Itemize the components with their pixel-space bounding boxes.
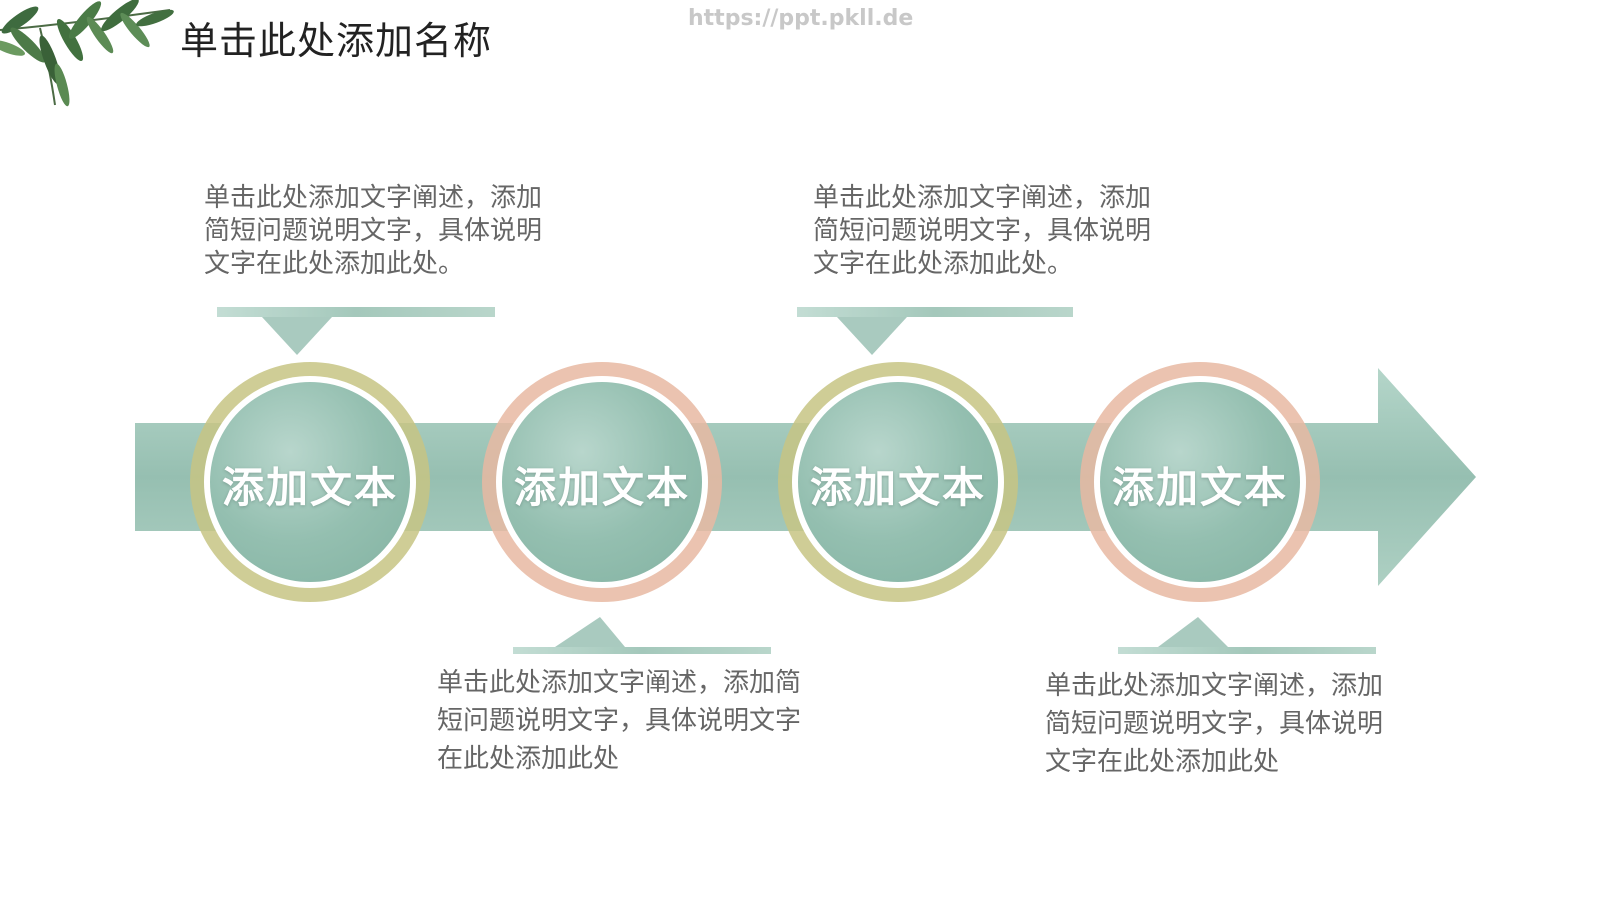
description-1-line: 单击此处添加文字阐述，添加 xyxy=(204,183,543,213)
slide-title[interactable]: 单击此处添加名称 xyxy=(180,19,493,63)
connector-bottom-4 xyxy=(1118,617,1376,654)
description-4-line: 简短问题说明文字，具体说明 xyxy=(1045,709,1384,739)
step-circle-3 xyxy=(778,362,1018,602)
step-circle-1 xyxy=(190,362,430,602)
description-2[interactable]: 单击此处添加文字阐述，添加简 短问题说明文字，具体说明文字 在此处添加此处 xyxy=(437,664,801,778)
connector-top-1 xyxy=(217,307,495,355)
connector-top-3 xyxy=(797,307,1073,355)
step-label-1[interactable]: 添加文本 xyxy=(221,463,398,512)
description-3[interactable]: 单击此处添加文字阐述，添加 简短问题说明文字，具体说明 文字在此处添加此处。 xyxy=(813,182,1151,281)
description-2-line: 单击此处添加文字阐述，添加简 xyxy=(437,668,802,698)
description-4[interactable]: 单击此处添加文字阐述，添加 简短问题说明文字，具体说明 文字在此处添加此处 xyxy=(1045,667,1383,781)
step-label-2[interactable]: 添加文本 xyxy=(513,463,690,512)
step-label-4[interactable]: 添加文本 xyxy=(1111,463,1288,512)
description-1[interactable]: 单击此处添加文字阐述，添加 简短问题说明文字，具体说明 文字在此处添加此处。 xyxy=(204,182,542,281)
step-circle-2 xyxy=(482,362,722,602)
description-4-line: 单击此处添加文字阐述，添加 xyxy=(1045,671,1384,701)
watermark-url: https://ppt.pkll.de xyxy=(688,6,914,31)
description-1-line: 简短问题说明文字，具体说明 xyxy=(204,216,543,246)
step-circle-4 xyxy=(1080,362,1320,602)
connector-bottom-2 xyxy=(513,617,771,654)
description-3-line: 单击此处添加文字阐述，添加 xyxy=(813,183,1152,213)
leaf-decoration xyxy=(0,0,174,107)
description-1-line: 文字在此处添加此处。 xyxy=(204,249,465,279)
step-label-3[interactable]: 添加文本 xyxy=(809,463,986,512)
description-3-line: 文字在此处添加此处。 xyxy=(813,249,1074,279)
description-2-line: 短问题说明文字，具体说明文字 xyxy=(437,706,802,736)
description-4-line: 文字在此处添加此处 xyxy=(1045,747,1280,777)
description-2-line: 在此处添加此处 xyxy=(437,744,620,774)
description-3-line: 简短问题说明文字，具体说明 xyxy=(813,216,1152,246)
